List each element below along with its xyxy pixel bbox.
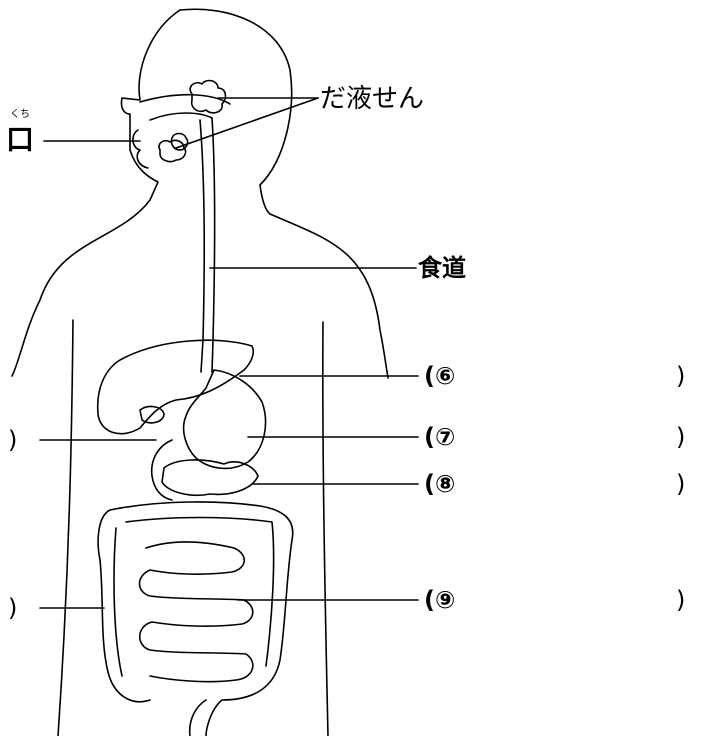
large-intestine (98, 502, 293, 736)
torso-left-side (58, 320, 73, 736)
duodenum (152, 440, 172, 500)
liver (98, 340, 254, 433)
blank-8-close: ) (676, 472, 685, 496)
blank-6-label: (⑥ (424, 364, 455, 388)
blank-7-label: (⑦ (424, 425, 455, 449)
blank-left-upper-close: ) (8, 428, 17, 452)
body-outline-left (12, 10, 180, 376)
salivary-label: だ液せん (320, 86, 424, 112)
esophagus-tube (200, 118, 215, 372)
blank-9-label: (⑨ (424, 588, 455, 612)
esophagus-label: 食道 (418, 256, 466, 280)
blank-7-close: ) (676, 425, 685, 449)
mouth-label: 口 (6, 126, 34, 154)
torso-right-side (323, 322, 328, 736)
stomach (184, 370, 266, 468)
blank-6-close: ) (676, 364, 685, 388)
blank-8-label: (⑧ (424, 472, 455, 496)
leader-salivary-b (176, 98, 318, 148)
blank-9-close: ) (676, 588, 685, 612)
head-cavity (140, 95, 230, 120)
mouth-ruby: くち (10, 110, 30, 120)
blank-left-lower-close: ) (8, 596, 17, 620)
small-intestine (140, 542, 253, 682)
body-outline-right (180, 9, 388, 378)
